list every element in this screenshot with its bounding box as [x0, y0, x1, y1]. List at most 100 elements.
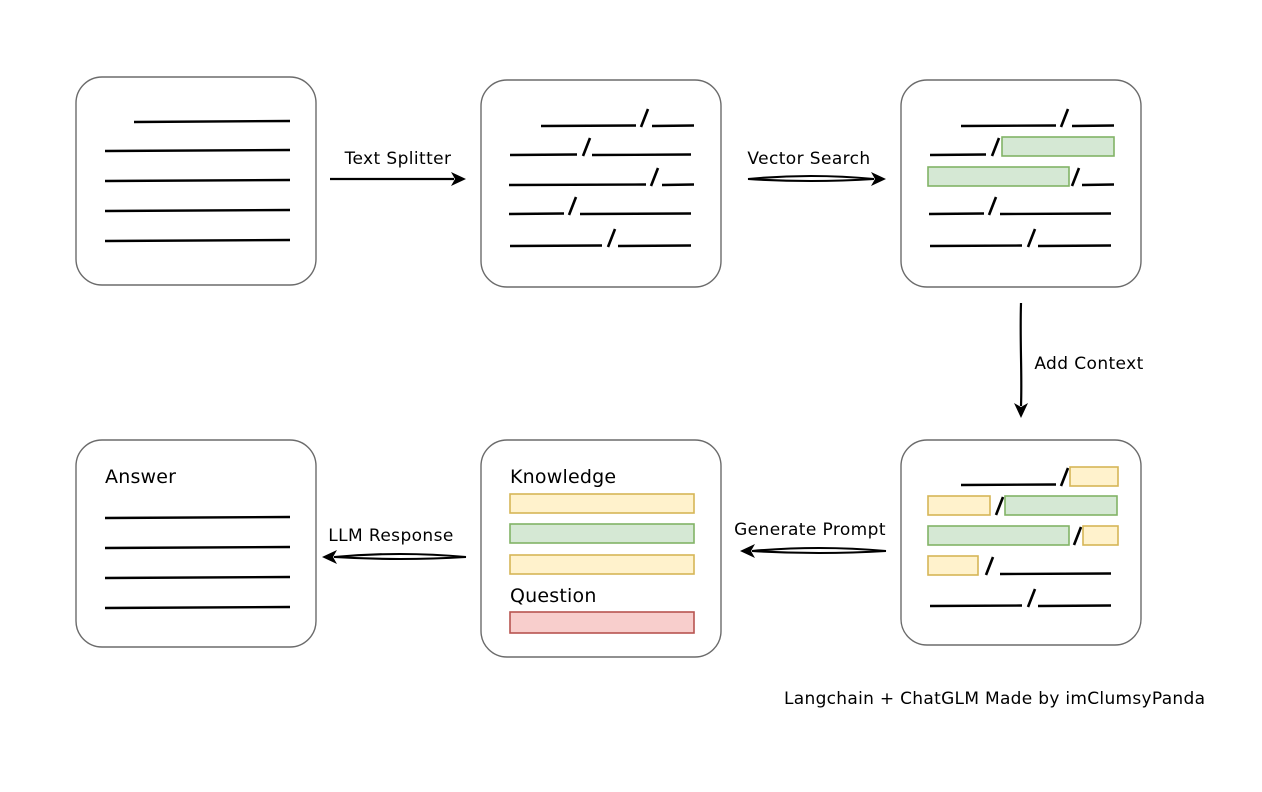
node-matched-document[interactable] — [900, 79, 1142, 288]
arrow-shaft — [1019, 302, 1023, 407]
text-line-segment — [509, 153, 578, 157]
text-line-segment — [1071, 124, 1115, 128]
node-prompt[interactable]: Knowledge Question — [480, 439, 722, 658]
arrow-shaft-upper — [747, 174, 875, 181]
text-line — [104, 575, 291, 580]
text-line-segment — [661, 183, 695, 187]
text-line-segment — [929, 244, 1023, 248]
slash-separator — [990, 137, 1001, 157]
slash-separator — [984, 556, 995, 576]
arrow-shaft-lower — [747, 177, 875, 183]
slash-separator — [1072, 526, 1083, 546]
text-line-segment — [509, 244, 603, 248]
slash-separator — [581, 137, 592, 157]
arrow-add-context — [1014, 302, 1028, 418]
text-line-segment — [1037, 604, 1112, 608]
text-line — [104, 148, 291, 153]
text-line — [104, 515, 291, 520]
arrow-vector-search — [747, 172, 886, 186]
text-line-segment — [540, 124, 637, 128]
prompt-knowledge-chips — [509, 493, 695, 575]
arrow-head — [322, 550, 337, 564]
arrow-label-text-splitter: Text Splitter — [344, 149, 452, 169]
question-label: Question — [510, 585, 597, 607]
slash-separator — [649, 167, 660, 187]
arrow-head — [451, 172, 466, 186]
highlight-chip-yellow[interactable] — [1082, 525, 1119, 546]
matched-document-rows — [927, 108, 1115, 248]
footer-credit: Langchain + ChatGLM Made by imClumsyPand… — [784, 689, 1205, 709]
node-context-document[interactable] — [900, 439, 1142, 646]
highlight-chip-green[interactable] — [1004, 495, 1118, 516]
flow-arrows — [322, 172, 1028, 564]
arrow-label-generate-prompt: Generate Prompt — [734, 520, 886, 540]
highlight-chip-yellow[interactable] — [509, 554, 695, 575]
slash-separator — [1059, 467, 1070, 487]
text-line — [104, 178, 291, 183]
arrow-shaft-upper — [751, 546, 887, 553]
text-line-segment — [651, 124, 695, 128]
arrow-head — [871, 172, 886, 186]
arrow-shaft-lower — [333, 555, 467, 561]
prompt-question-chips — [509, 611, 695, 634]
text-line — [104, 605, 291, 610]
text-line — [104, 545, 291, 550]
source-document-lines — [104, 119, 291, 243]
text-line-segment — [929, 604, 1023, 608]
text-line — [104, 208, 291, 213]
node-source-document[interactable] — [75, 76, 317, 286]
highlight-chip-yellow[interactable] — [1069, 466, 1119, 487]
highlight-chip-green[interactable] — [927, 525, 1070, 546]
text-line-segment — [617, 244, 692, 248]
text-line-segment — [960, 483, 1057, 487]
answer-lines — [104, 515, 291, 610]
slash-separator — [1059, 108, 1070, 128]
arrow-label-llm-response: LLM Response — [328, 526, 453, 546]
slash-separator — [567, 196, 578, 216]
arrow-head — [1014, 403, 1028, 418]
highlight-chip-yellow[interactable] — [509, 493, 695, 514]
split-document-rows — [508, 108, 695, 248]
slash-separator — [1026, 588, 1037, 608]
text-line — [133, 119, 291, 124]
slash-separator — [994, 496, 1005, 516]
arrow-generate-prompt — [740, 544, 887, 558]
highlight-chip-green[interactable] — [509, 523, 695, 544]
highlight-chip-yellow[interactable] — [927, 495, 991, 516]
text-line-segment — [929, 153, 987, 157]
text-line-segment — [579, 212, 692, 216]
arrow-shaft-upper — [333, 552, 467, 559]
answer-box[interactable] — [75, 439, 317, 648]
slash-separator — [1070, 167, 1081, 187]
slash-separator — [639, 108, 650, 128]
arrow-head — [740, 544, 755, 558]
arrow-label-add-context: Add Context — [1034, 354, 1143, 374]
arrow-label-vector-search: Vector Search — [747, 149, 870, 169]
text-line-segment — [928, 212, 985, 216]
arrow-text-splitter — [330, 172, 466, 186]
knowledge-label: Knowledge — [510, 466, 616, 488]
text-line-segment — [999, 212, 1112, 216]
highlight-chip-red[interactable] — [509, 611, 695, 634]
text-line-segment — [508, 212, 565, 216]
highlight-chip-green[interactable] — [1001, 136, 1115, 157]
slash-separator — [606, 228, 617, 248]
highlight-chip-yellow[interactable] — [927, 555, 979, 576]
text-line-segment — [1081, 183, 1115, 187]
text-line-segment — [508, 183, 647, 187]
node-answer[interactable]: Answer — [75, 439, 317, 648]
slash-separator — [987, 196, 998, 216]
text-line-segment — [1037, 244, 1112, 248]
arrow-shaft-lower — [751, 549, 887, 555]
text-line — [104, 238, 291, 243]
context-document-rows — [927, 466, 1119, 608]
arrow-llm-response — [322, 550, 467, 564]
text-line-segment — [999, 572, 1112, 576]
text-line-segment — [960, 124, 1057, 128]
highlight-chip-green[interactable] — [927, 166, 1070, 187]
slash-separator — [1026, 228, 1037, 248]
answer-title: Answer — [105, 466, 176, 488]
node-split-document[interactable] — [480, 79, 722, 288]
